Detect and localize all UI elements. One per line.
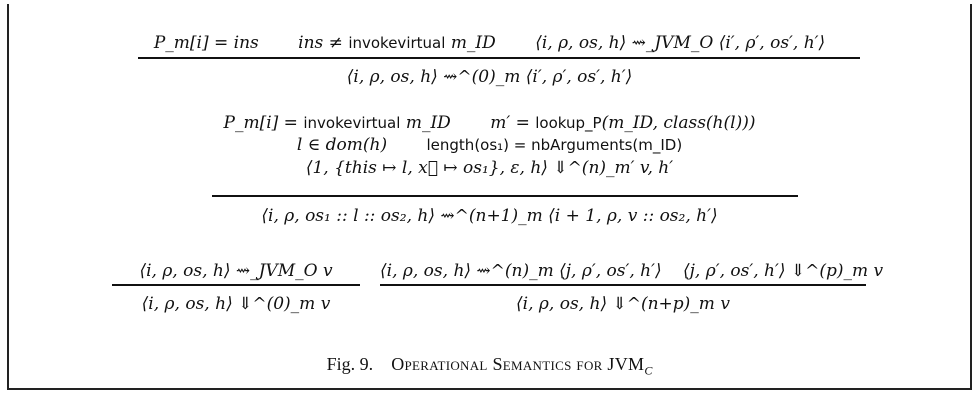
- rule1-premise-2c: m_ID: [450, 33, 496, 53]
- caption-subscript: C: [644, 363, 653, 378]
- rule2-p1b: invokevirtual: [303, 114, 401, 132]
- rule3-conclusion: ⟨i, ρ, os, h⟩ ⇓^(0)_m v: [141, 294, 331, 314]
- rule4-premise-1: ⟨i, ρ, os, h⟩ ⇝^(n)_m ⟨j, ρ′, os′, h′⟩: [380, 261, 662, 281]
- rule1-conclusion: ⟨i, ρ, os, h⟩ ⇝^(0)_m ⟨i′, ρ′, os′, h′⟩: [346, 67, 633, 87]
- rule2-bar: [212, 195, 798, 197]
- rule2-p1e: lookup_P: [535, 114, 602, 132]
- rule1-premise-2b: invokevirtual: [348, 34, 446, 52]
- rule1-premise-3: ⟨i, ρ, os, h⟩ ⇝_JVM_O ⟨i′, ρ′, os′, h′⟩: [535, 33, 826, 53]
- rule1-premise-1: P_m[i] = ins: [153, 33, 259, 53]
- rule4-premises: ⟨i, ρ, os, h⟩ ⇝^(n)_m ⟨j, ρ′, os′, h′⟩ ⟨…: [380, 260, 883, 282]
- rule2-premise-line-1: P_m[i] = invokevirtual m_ID m′ = lookup_…: [0, 112, 979, 134]
- rule2-p2a: l ∈ dom(h): [296, 135, 388, 155]
- rule2-premise-line-2: l ∈ dom(h) length(os₁) = nbArguments(m_I…: [0, 134, 979, 156]
- figure-caption: Fig. 9. Operational Semantics for JVMC: [0, 354, 979, 379]
- rule1-bar: [138, 57, 860, 59]
- rule2-p1a: P_m[i] =: [223, 113, 298, 133]
- rule2-conclusion: ⟨i, ρ, os₁ :: l :: os₂, h⟩ ⇝^(n+1)_m ⟨i …: [261, 206, 718, 226]
- rule4-bar: [380, 284, 866, 286]
- rule1-premise-2a: ins ≠: [298, 33, 343, 53]
- rule2-p1c: m_ID: [405, 113, 451, 133]
- rule3-bar: [112, 284, 360, 286]
- rule3-premise: ⟨i, ρ, os, h⟩ ⇝_JVM_O v: [139, 261, 333, 281]
- caption-text: Operational Semantics for JVM: [391, 354, 645, 374]
- caption-label: Fig. 9.: [326, 354, 374, 374]
- rule4-premise-2: ⟨j, ρ′, os′, h′⟩ ⇓^(p)_m v: [683, 261, 884, 281]
- figure-frame: [7, 4, 972, 390]
- rule2-p2b: length(os₁) = nbArguments(m_ID): [426, 136, 683, 154]
- rule2-premise-line-3: ⟨1, {this ↦ l, x⃗ ↦ os₁}, ε, h⟩ ⇓^(n)_m′…: [305, 158, 674, 178]
- rule2-p1f: (m_ID, class(h(l))): [601, 113, 756, 133]
- rule4-conclusion: ⟨i, ρ, os, h⟩ ⇓^(n+p)_m v: [516, 294, 730, 314]
- rule2-p1d: m′ =: [490, 113, 530, 133]
- rule1-premises: P_m[i] = ins ins ≠ invokevirtual m_ID ⟨i…: [0, 32, 979, 54]
